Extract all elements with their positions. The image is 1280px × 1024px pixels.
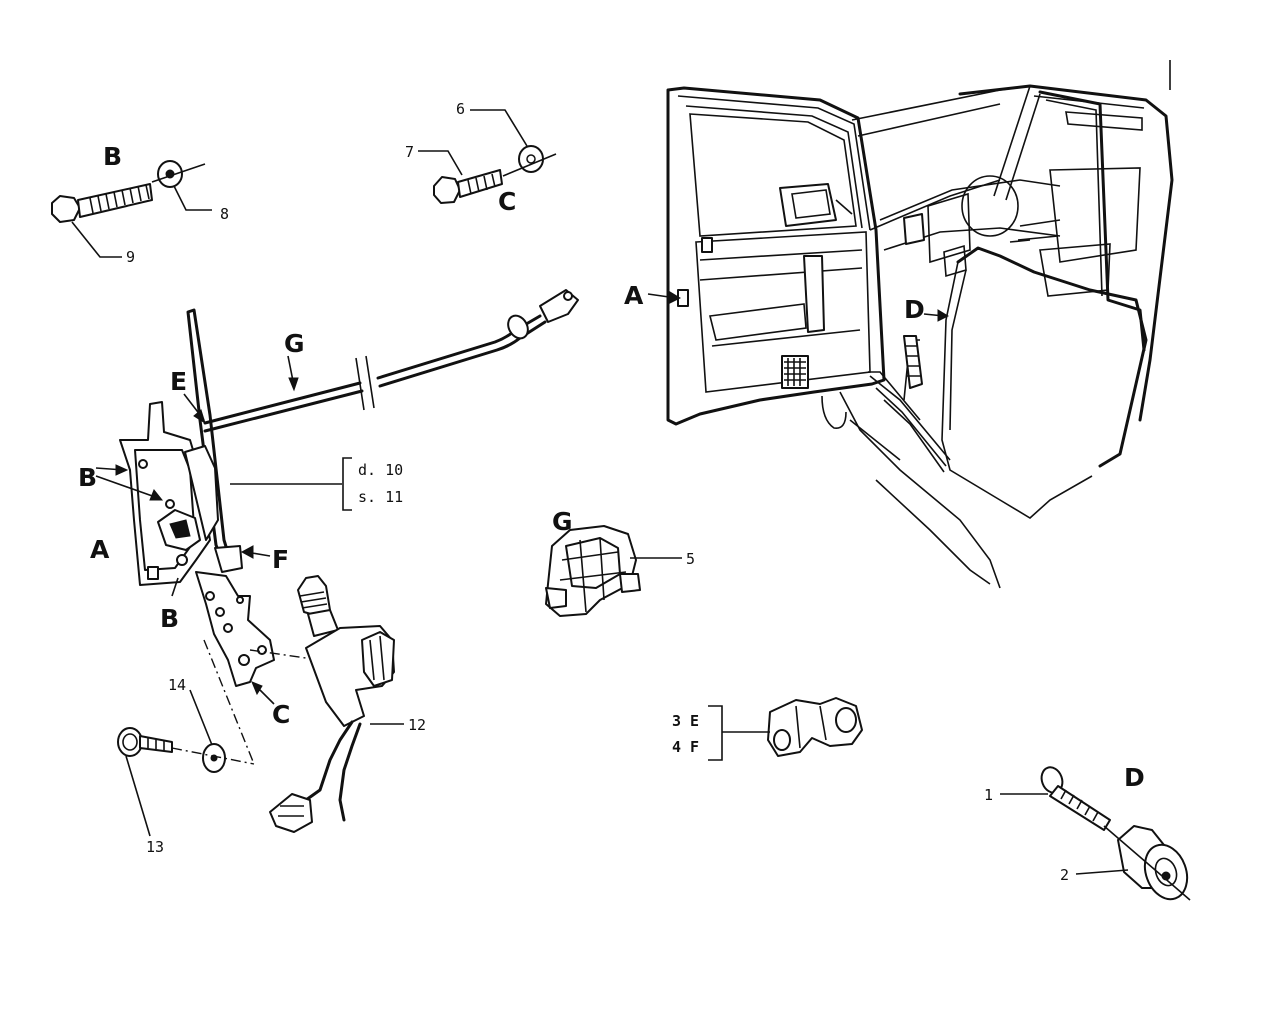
callout-3-e: 3 E bbox=[672, 712, 699, 730]
label-g-cable: G bbox=[284, 329, 305, 358]
leader-6 bbox=[470, 109, 528, 147]
leader-13 bbox=[125, 755, 151, 837]
callout-7: 7 bbox=[405, 143, 414, 161]
washer-14 bbox=[171, 743, 255, 773]
label-c-bracket: C bbox=[272, 700, 290, 729]
arrow-f bbox=[240, 545, 254, 559]
washer-8 bbox=[151, 160, 206, 188]
arrow-b2 bbox=[149, 489, 164, 501]
leader-7 bbox=[418, 150, 463, 176]
striker-bushing-2 bbox=[1103, 825, 1191, 901]
rod-clip-3-4 bbox=[767, 697, 863, 757]
callout-9: 9 bbox=[126, 248, 135, 266]
label-c-bolt: C bbox=[498, 187, 516, 216]
dash-actuator-link bbox=[249, 649, 307, 659]
callout-12: 12 bbox=[408, 716, 426, 734]
cable-g bbox=[203, 289, 579, 433]
callout-13: 13 bbox=[146, 838, 164, 856]
leader-14 bbox=[189, 689, 213, 746]
bolt-9 bbox=[51, 183, 153, 223]
callout-6: 6 bbox=[456, 100, 465, 118]
callout-1: 1 bbox=[984, 786, 993, 804]
callout-4-f: 4 F bbox=[672, 738, 699, 756]
screw-13 bbox=[117, 727, 173, 757]
arrow-a-door bbox=[669, 291, 682, 304]
leader-9 bbox=[71, 221, 122, 258]
label-g-clip: G bbox=[552, 507, 573, 536]
label-d-striker: D bbox=[1124, 763, 1145, 792]
callout-5: 5 bbox=[686, 550, 695, 568]
leader-2 bbox=[1075, 869, 1129, 875]
bracket-3-4 bbox=[708, 705, 723, 761]
label-f-rod: F bbox=[272, 545, 289, 574]
bracket-10-11 bbox=[342, 457, 352, 511]
callout-8: 8 bbox=[220, 205, 229, 223]
arrow-d-door bbox=[937, 309, 950, 322]
arrow-e bbox=[193, 409, 206, 425]
washer-6 bbox=[502, 145, 557, 177]
arrow-c bbox=[251, 681, 263, 696]
leader-b2 bbox=[95, 475, 159, 499]
car-door-illustration bbox=[666, 60, 1174, 589]
callout-10: d. 10 bbox=[358, 461, 403, 479]
callout-14: 14 bbox=[168, 676, 186, 694]
callout-11: s. 11 bbox=[358, 488, 403, 506]
bolt-7 bbox=[433, 169, 503, 204]
leader-b3 bbox=[171, 577, 179, 597]
label-b-latch-1: B bbox=[78, 463, 97, 492]
label-a-door: A bbox=[624, 281, 644, 310]
door-latch-assembly bbox=[119, 308, 275, 687]
leader-8 bbox=[173, 185, 212, 211]
arrow-b1 bbox=[115, 464, 129, 476]
label-b-latch-3: B bbox=[160, 604, 179, 633]
clip-5 bbox=[545, 525, 641, 617]
door-lock-actuator-12 bbox=[269, 575, 395, 833]
striker-bolt-1 bbox=[1040, 766, 1111, 831]
label-e-rod: E bbox=[170, 367, 187, 396]
label-a-latch: A bbox=[90, 535, 110, 564]
callout-2: 2 bbox=[1060, 866, 1069, 884]
label-d-door: D bbox=[904, 295, 925, 324]
dash-bracket-screw bbox=[203, 639, 255, 765]
label-b-bolt: B bbox=[103, 142, 122, 171]
arrow-g bbox=[288, 377, 299, 392]
